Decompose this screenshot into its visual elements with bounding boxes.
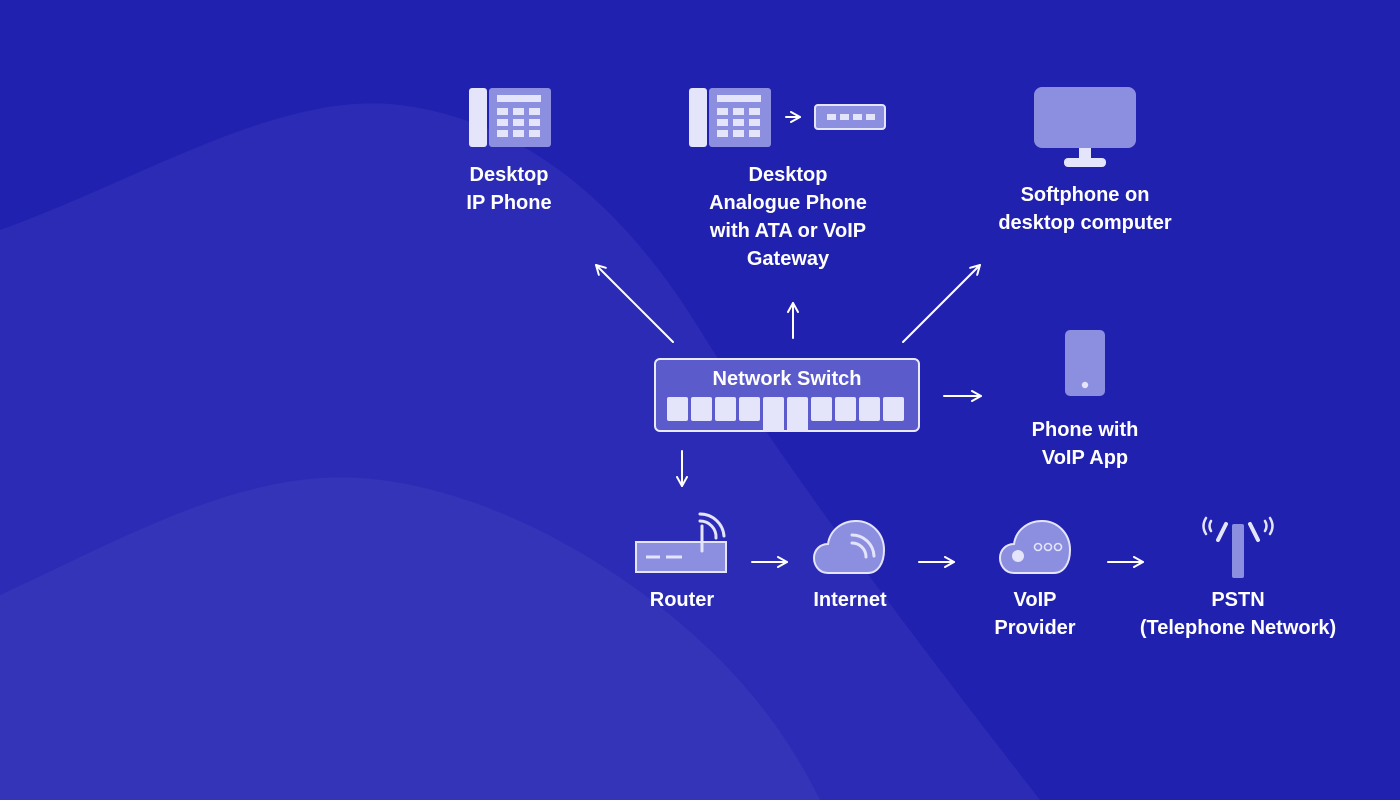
switch-port [667,397,688,421]
internet-label: Internet [813,589,887,611]
switch-port [883,397,904,421]
voip-provider-label: VoIP Provider [994,589,1076,639]
switch-port [739,397,760,421]
switch-port [859,397,880,421]
pstn-label: PSTN (Telephone Network) [1139,589,1337,639]
cloud-icon [812,519,886,574]
switch-port [763,397,784,432]
switch-port [787,397,808,432]
monitor-icon [1034,87,1136,167]
softphone-label: Softphone on desktop computer [998,184,1172,234]
router-label: Router [649,589,715,611]
mobile-phone-label: Phone with VoIP App [1031,419,1139,469]
switch-port [811,397,832,421]
ata-adapter-icon [814,104,886,130]
switch-port [715,397,736,421]
desktop-ip-phone-label: Desktop IP Phone [466,164,552,214]
analogue-phone-label: Desktop Analogue Phone with ATA or VoIP … [709,164,867,270]
network-switch-label: Network Switch [712,368,862,390]
arrow-switch-to-softphone [902,264,981,343]
arrow-switch-to-ip-phone [595,264,674,343]
switch-port [691,397,712,421]
background-wave-lower [0,477,820,800]
cloud-provider-icon [998,519,1072,574]
antenna-icon [1202,516,1274,578]
router-icon [635,512,727,573]
switch-port [835,397,856,421]
switch-ports [667,397,904,432]
smartphone-icon [1065,330,1105,396]
network-switch: Network Switch [654,358,920,432]
desk-phone-icon [469,88,551,147]
desk-phone-with-ata-icon [689,88,771,147]
